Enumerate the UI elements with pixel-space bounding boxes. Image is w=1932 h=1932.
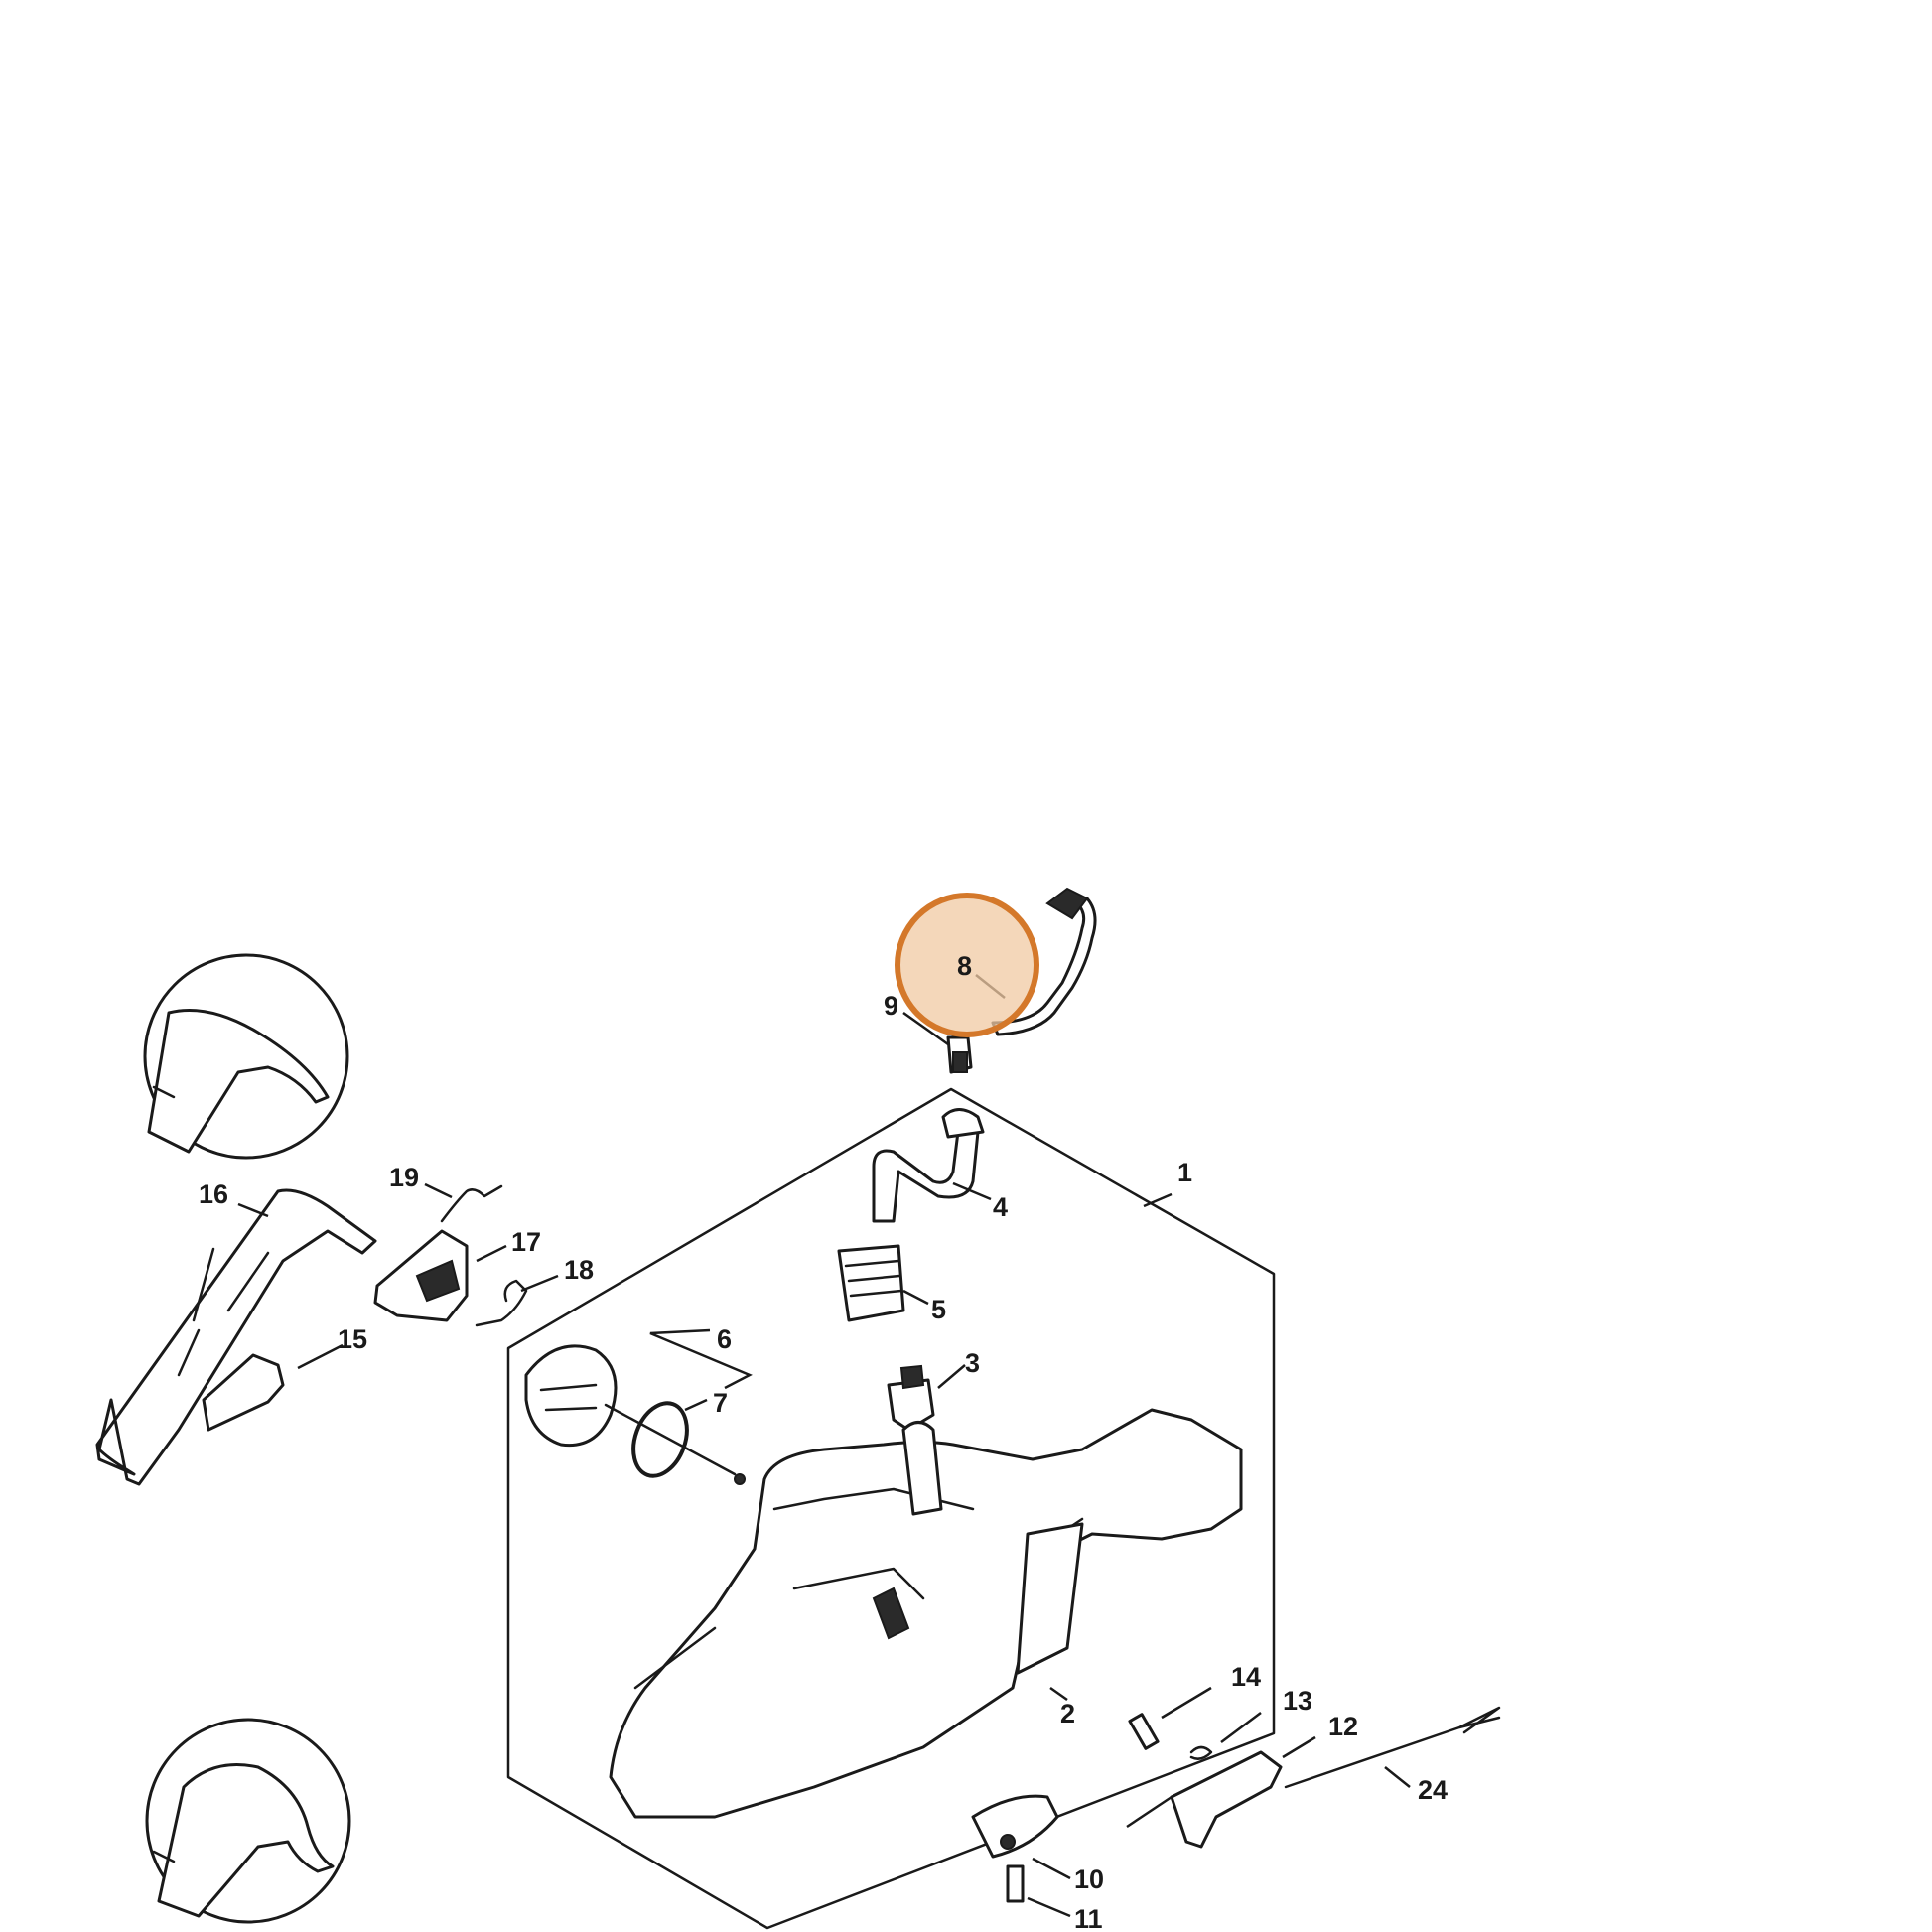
- label-part-11: 11: [1074, 1904, 1103, 1932]
- part-1-2-housing: [609, 1408, 1243, 1819]
- part-10-guard-plate: [971, 1794, 1059, 1859]
- housing-group-outline: [506, 1087, 1276, 1930]
- label-part-13: 13: [1283, 1686, 1312, 1716]
- label-part-10: 10: [1074, 1864, 1104, 1894]
- part-6-oil-pump: [524, 1344, 618, 1448]
- part-13-spring: [1189, 1745, 1213, 1760]
- label-part-7: 7: [713, 1388, 728, 1418]
- part-8-fuel-hose-fitting: [1045, 887, 1089, 920]
- label-part-3: 3: [965, 1348, 980, 1378]
- label-part-5: 5: [931, 1295, 946, 1324]
- part-labels: 1 2 3 4 5 6 7 8 9 10 11 12 13 14 15 16 1…: [199, 951, 1448, 1932]
- label-part-1: 1: [1177, 1158, 1192, 1187]
- label-part-2: 2: [1060, 1699, 1075, 1728]
- part-15-bracket: [202, 1353, 285, 1432]
- part-7-o-ring: [631, 1401, 689, 1478]
- part-18-clip: [475, 1279, 528, 1327]
- part-4-pickup-hose: [872, 1130, 980, 1223]
- detail-circle-top: [143, 953, 349, 1160]
- leader-lines: [237, 974, 1411, 1918]
- part-24-rod: [1284, 1706, 1501, 1789]
- part-5-fuel-filter: [837, 1244, 905, 1322]
- part-16-handle-cover: [95, 1188, 377, 1486]
- label-part-12: 12: [1328, 1712, 1358, 1741]
- label-part-4: 4: [993, 1192, 1008, 1222]
- label-part-9: 9: [884, 991, 898, 1021]
- label-part-19: 19: [389, 1163, 419, 1192]
- label-part-8: 8: [957, 951, 972, 981]
- part-14-pin: [1128, 1713, 1160, 1750]
- part-11-screw: [1006, 1864, 1025, 1903]
- label-part-6: 6: [717, 1324, 732, 1354]
- label-part-24: 24: [1418, 1775, 1448, 1805]
- detail-circle-bottom: [145, 1718, 351, 1924]
- part-12-lever: [1170, 1750, 1283, 1849]
- label-part-18: 18: [564, 1255, 594, 1285]
- part-19-spring: [440, 1184, 503, 1223]
- label-part-16: 16: [199, 1179, 228, 1209]
- label-part-17: 17: [511, 1227, 541, 1257]
- label-part-15: 15: [338, 1324, 367, 1354]
- label-part-14: 14: [1231, 1662, 1261, 1692]
- highlight-circle-part-8[interactable]: [895, 893, 1039, 1037]
